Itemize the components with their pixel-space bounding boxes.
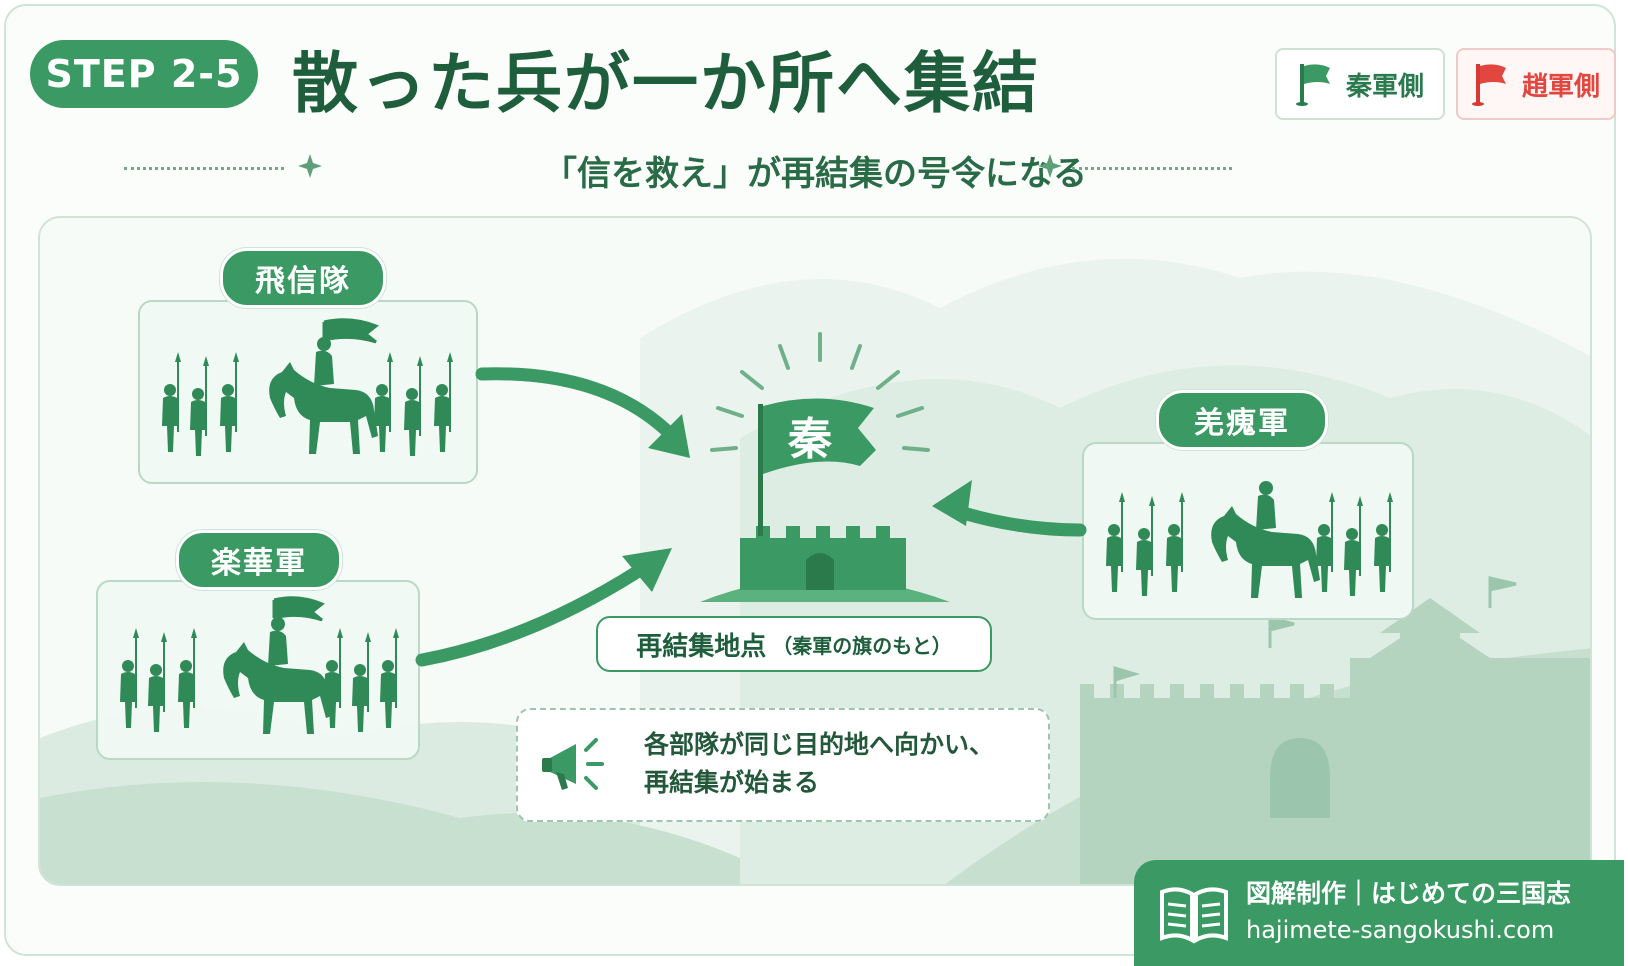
qin-rally-point: 秦 bbox=[700, 332, 950, 602]
flag-character: 秦 bbox=[787, 414, 833, 465]
diamond-ornament-right bbox=[1038, 154, 1062, 178]
unit-label-hishin: 飛信隊 bbox=[220, 248, 386, 308]
unit-label-gakka: 楽華軍 bbox=[176, 530, 342, 590]
callout-box: 各部隊が同じ目的地へ向かい、 再結集が始まる bbox=[516, 708, 1050, 822]
hishin-soldiers-illustration bbox=[162, 318, 453, 456]
credit-banner: 図解制作｜はじめての三国志 hajimete-sangokushi.com bbox=[1134, 860, 1624, 966]
subtitle-divider-left bbox=[124, 167, 284, 170]
callout-line-1: 各部隊が同じ目的地へ向かい、 bbox=[644, 730, 995, 759]
page-title: 散った兵が一か所へ集結 bbox=[292, 45, 1040, 122]
gakka-soldiers-illustration bbox=[120, 596, 399, 734]
gathering-point-note: （秦軍の旗のもと） bbox=[772, 633, 952, 658]
unit-card-hishin bbox=[138, 300, 478, 484]
page-subtitle: 「信を救え」が再結集の号令になる bbox=[543, 154, 1087, 194]
callout-text: 各部隊が同じ目的地へ向かい、 再結集が始まる bbox=[644, 726, 994, 802]
unit-card-gakka bbox=[96, 580, 420, 760]
unit-card-kyoutoku bbox=[1082, 442, 1414, 620]
subtitle-divider-right bbox=[1072, 167, 1232, 170]
legend-zhao-label: 趙軍側 bbox=[1521, 71, 1600, 102]
book-icon bbox=[1160, 887, 1228, 944]
credit-url[interactable]: hajimete-sangokushi.com bbox=[1246, 916, 1555, 944]
step-badge: STEP 2-5 bbox=[30, 40, 258, 108]
diamond-ornament-left bbox=[298, 154, 322, 178]
callout-line-2: 再結集が始まる bbox=[644, 768, 820, 797]
green-flag-icon bbox=[1295, 64, 1330, 106]
red-flag-icon bbox=[1471, 64, 1506, 106]
unit-label-kyoutoku: 羌瘣軍 bbox=[1156, 390, 1328, 450]
legend-qin: 秦軍側 bbox=[1275, 48, 1445, 120]
gathering-point-label: 再結集地点 （秦軍の旗のもと） bbox=[596, 616, 992, 672]
background-scenery bbox=[40, 258, 1590, 884]
megaphone-icon bbox=[542, 738, 604, 790]
gathering-point-name: 再結集地点 bbox=[636, 631, 767, 662]
legend-qin-label: 秦軍側 bbox=[1345, 71, 1424, 102]
legend-zhao: 趙軍側 bbox=[1456, 48, 1616, 120]
kyoutoku-soldiers-illustration bbox=[1106, 481, 1393, 598]
credit-title: 図解制作｜はじめての三国志 bbox=[1246, 879, 1572, 908]
